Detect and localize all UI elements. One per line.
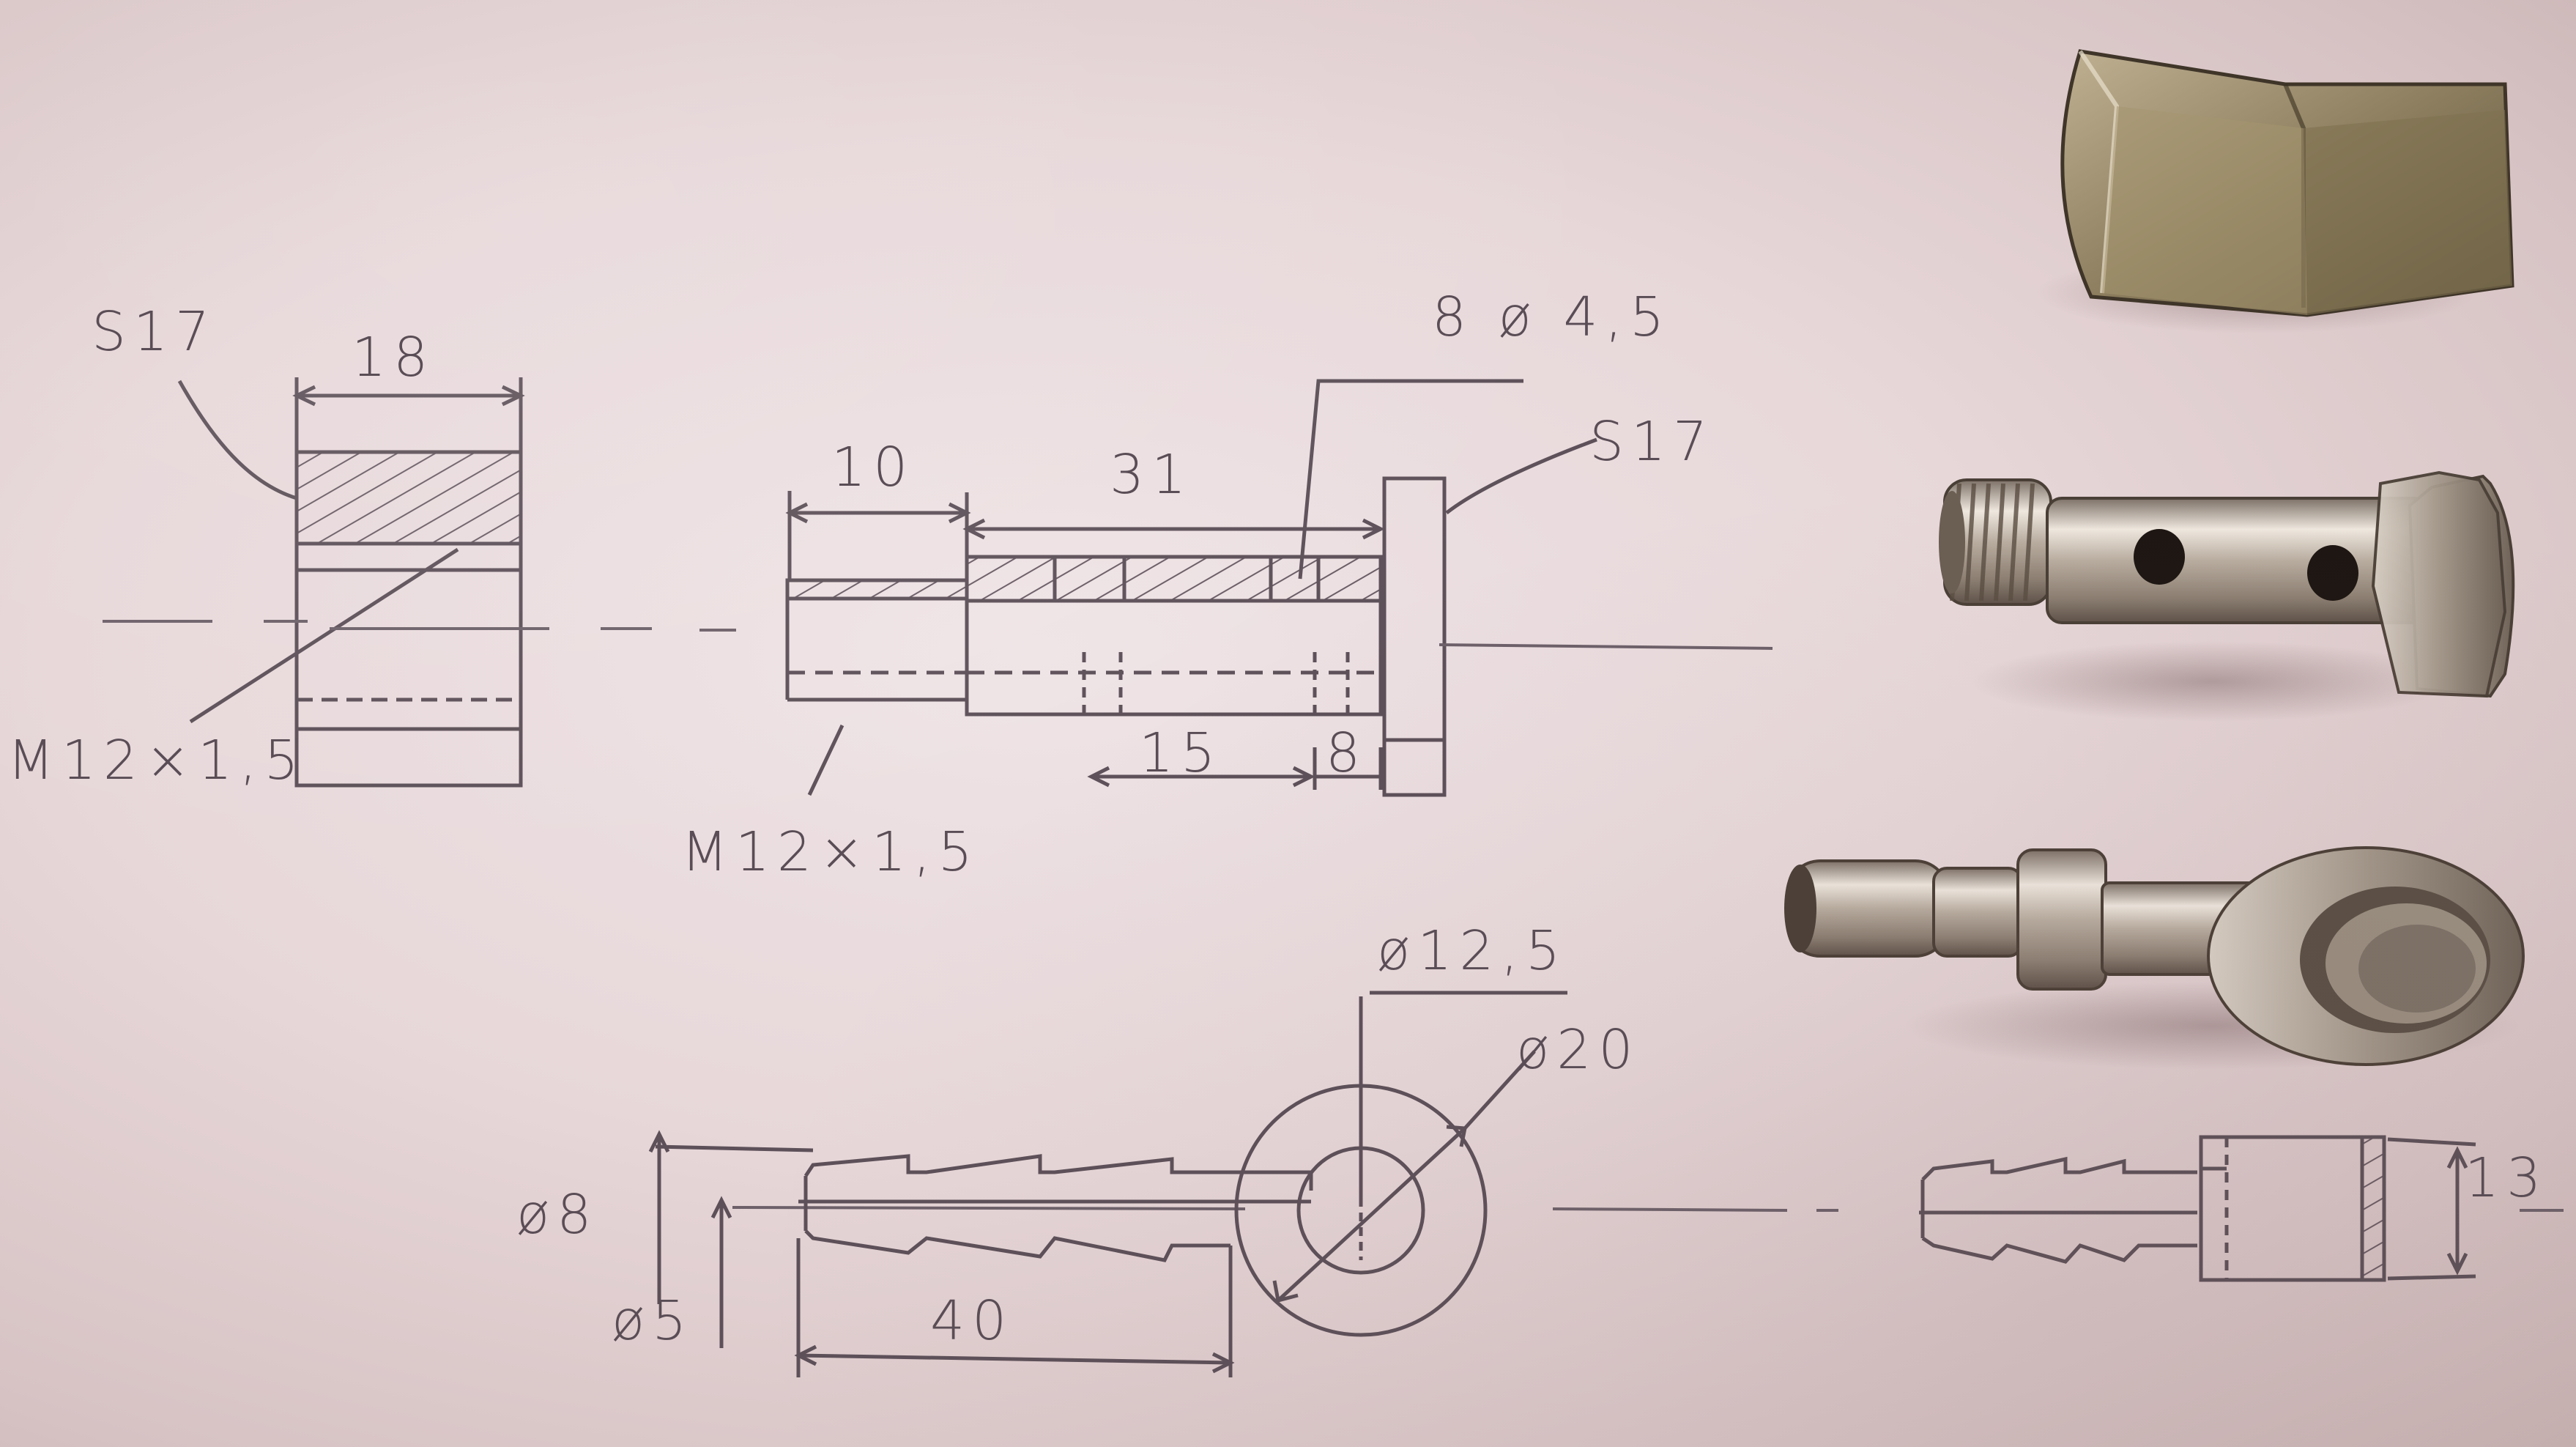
banjo-fitting-part — [1784, 846, 2525, 1066]
bolt-thread-label: M12×1,5 — [681, 821, 980, 884]
nut-across-flats-label: S17 — [92, 300, 218, 363]
bolt-body-length-label: 31 — [1110, 443, 1194, 506]
banjo-drawing — [648, 991, 2476, 1377]
banjo-barb-length-label: 40 — [930, 1289, 1014, 1352]
nut-width-label: 18 — [352, 326, 436, 389]
banjo-barb-dia-label: ø8 — [516, 1183, 599, 1246]
bolt-head-gap-label: 8 — [1326, 722, 1368, 785]
centerline — [103, 620, 2564, 1212]
metal-parts — [1784, 49, 2525, 1070]
banjo-bolt-part — [1939, 470, 2515, 698]
banjo-ring-inner-dia-label: ø12,5 — [1377, 919, 1568, 982]
bolt-hole-spacing-label: 15 — [1139, 722, 1223, 785]
banjo-bore-dia-label: ø5 — [612, 1289, 694, 1352]
bolt-holes-label: 8 ø 4,5 — [1432, 286, 1672, 349]
bolt-thread-length-label: 10 — [831, 436, 916, 499]
bolt-head-across-flats-label: S17 — [1589, 410, 1715, 473]
banjo-ring-outer-dia-label: ø20 — [1516, 1018, 1641, 1081]
bolt-drawing — [785, 379, 1597, 797]
nut-drawing — [177, 377, 525, 788]
banjo-ring-width-label: 13 — [2465, 1147, 2549, 1210]
nut-thread-label: M12×1,5 — [7, 729, 306, 792]
hex-nut-part — [2060, 49, 2514, 317]
